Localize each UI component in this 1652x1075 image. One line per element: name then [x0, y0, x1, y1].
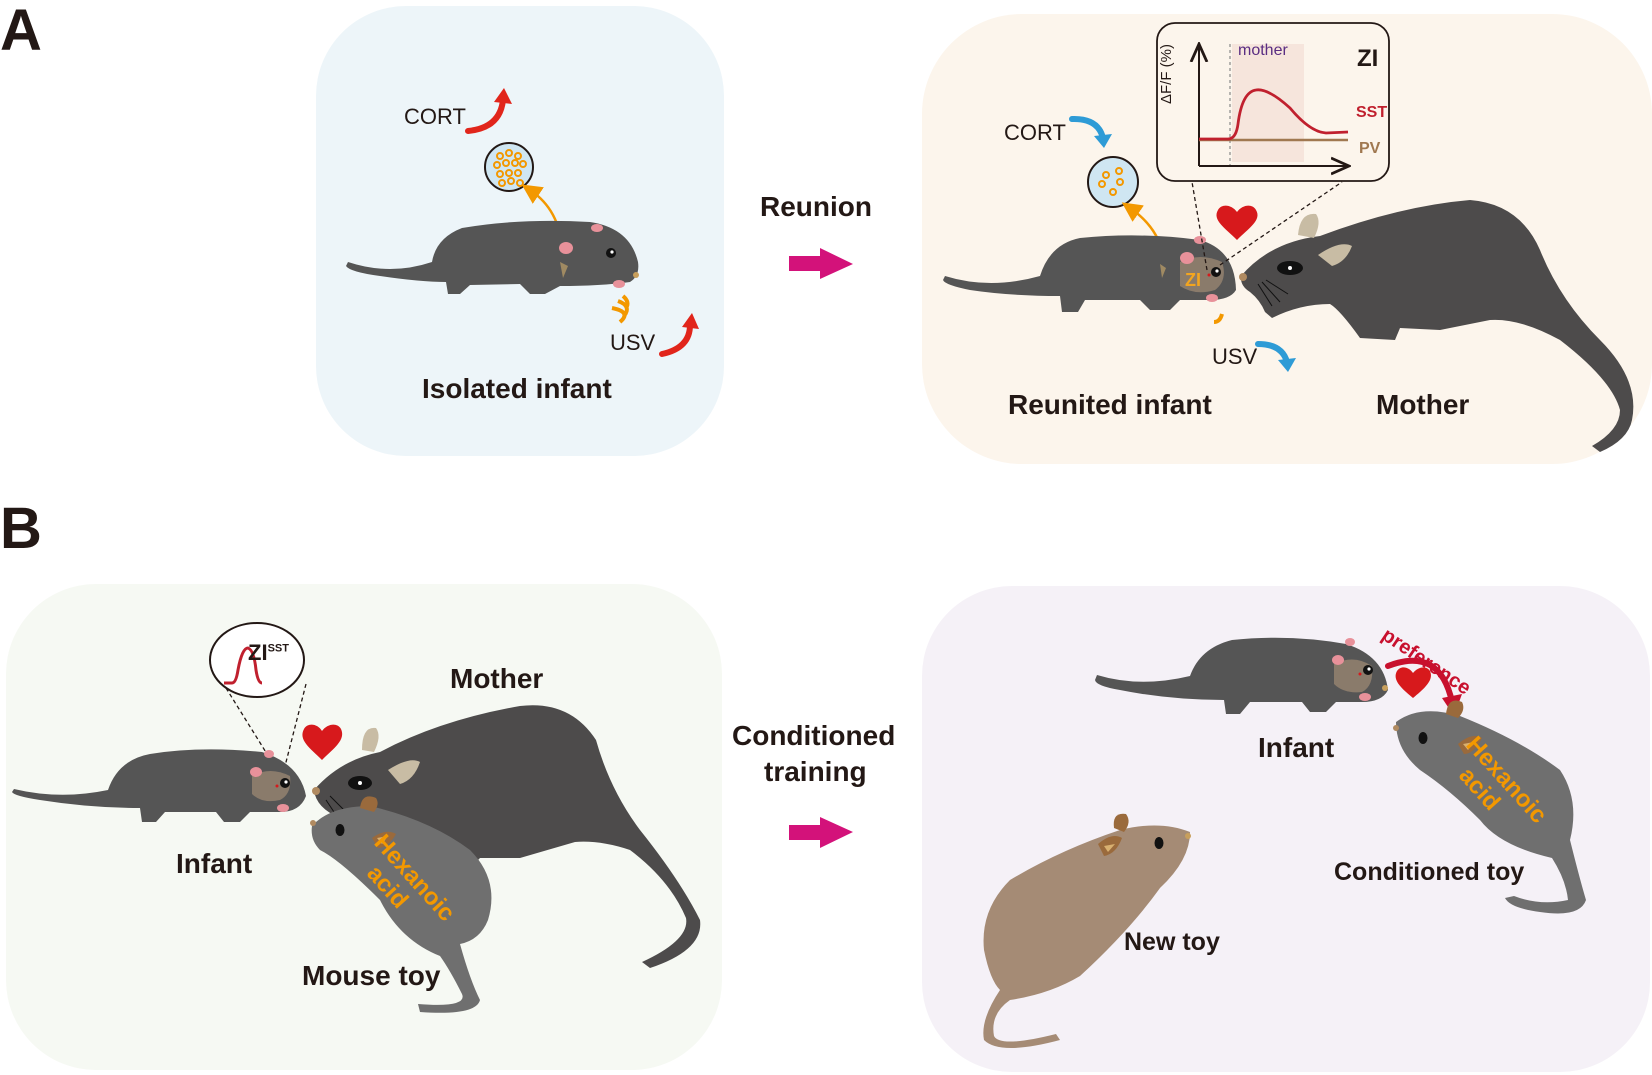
sst-legend-label: SST [1356, 104, 1388, 121]
blood-cells-icon [484, 142, 534, 192]
conditioned-training-label-line1: Conditioned [732, 720, 896, 751]
isolated-infant-mouse-icon [346, 220, 639, 294]
infant-mouse-b-icon [12, 749, 306, 822]
conditioned-training-label-line2: training [764, 756, 867, 787]
cort-down-arrow-icon [1069, 115, 1112, 148]
inset-zoom-line-right [1219, 181, 1343, 266]
conditioned-toy-icon [1393, 700, 1586, 914]
reunited-infant-title: Reunited infant [1008, 389, 1212, 420]
usv-label-isolated: USV [610, 330, 656, 355]
isolated-infant-title: Isolated infant [422, 373, 612, 404]
inset-zoom-line-b-left [225, 687, 273, 763]
zi-brain-label: ZI [1185, 270, 1201, 290]
zi-inset-superscript: SST [267, 642, 289, 655]
cort-up-arrow-icon [465, 88, 512, 134]
sst-trace [1199, 88, 1349, 141]
mother-label-b: Mother [450, 663, 544, 694]
mouse-toy-icon [310, 796, 492, 1013]
heart-icon-b-left [302, 724, 343, 760]
cort-label-isolated: CORT [404, 104, 466, 129]
heart-icon-b-right [1395, 667, 1431, 698]
mother-title: Mother [1376, 389, 1470, 420]
conditioned-training-arrow-icon [789, 817, 853, 848]
blood-cells-reduced-icon [1087, 156, 1139, 208]
infant-label-b-right: Infant [1258, 732, 1335, 763]
mother-mouse-icon [1239, 200, 1634, 452]
usv-down-arrow-icon [1255, 341, 1296, 372]
panel-letter-a: A [0, 0, 42, 63]
zi-inset-main: ZI [248, 640, 268, 665]
mother-mouse-b-icon [312, 705, 701, 968]
heart-icon [1216, 205, 1258, 240]
infant-mouse-b-right-icon [1095, 637, 1388, 714]
inset-zoom-line-b-right [283, 683, 307, 771]
new-toy-icon [983, 813, 1191, 1048]
zi-sst-inset-icon [209, 622, 305, 698]
panel-letter-b: B [0, 496, 42, 561]
usv-sound-waves-icon [611, 294, 630, 324]
infant-label-b-left: Infant [176, 848, 253, 879]
zi-inset-label: ZISST [248, 640, 289, 666]
usv-reduced-wave-icon [1213, 313, 1224, 324]
conditioned-toy-label: Conditioned toy [1334, 858, 1525, 886]
reunited-infant-mouse-icon [943, 235, 1236, 312]
usv-up-arrow-icon [659, 313, 699, 357]
mouse-toy-label: Mouse toy [302, 960, 441, 991]
inset-zoom-line-left [1191, 181, 1208, 271]
inset-event-label: mother [1238, 42, 1288, 59]
reunion-arrow-icon [789, 248, 853, 279]
reunion-label: Reunion [760, 191, 872, 222]
pv-legend-label: PV [1359, 140, 1381, 157]
inset-region-label: ZI [1357, 45, 1379, 72]
usv-label-reunited: USV [1212, 344, 1258, 369]
new-toy-label: New toy [1124, 928, 1220, 956]
cort-label-reunited: CORT [1004, 120, 1066, 145]
